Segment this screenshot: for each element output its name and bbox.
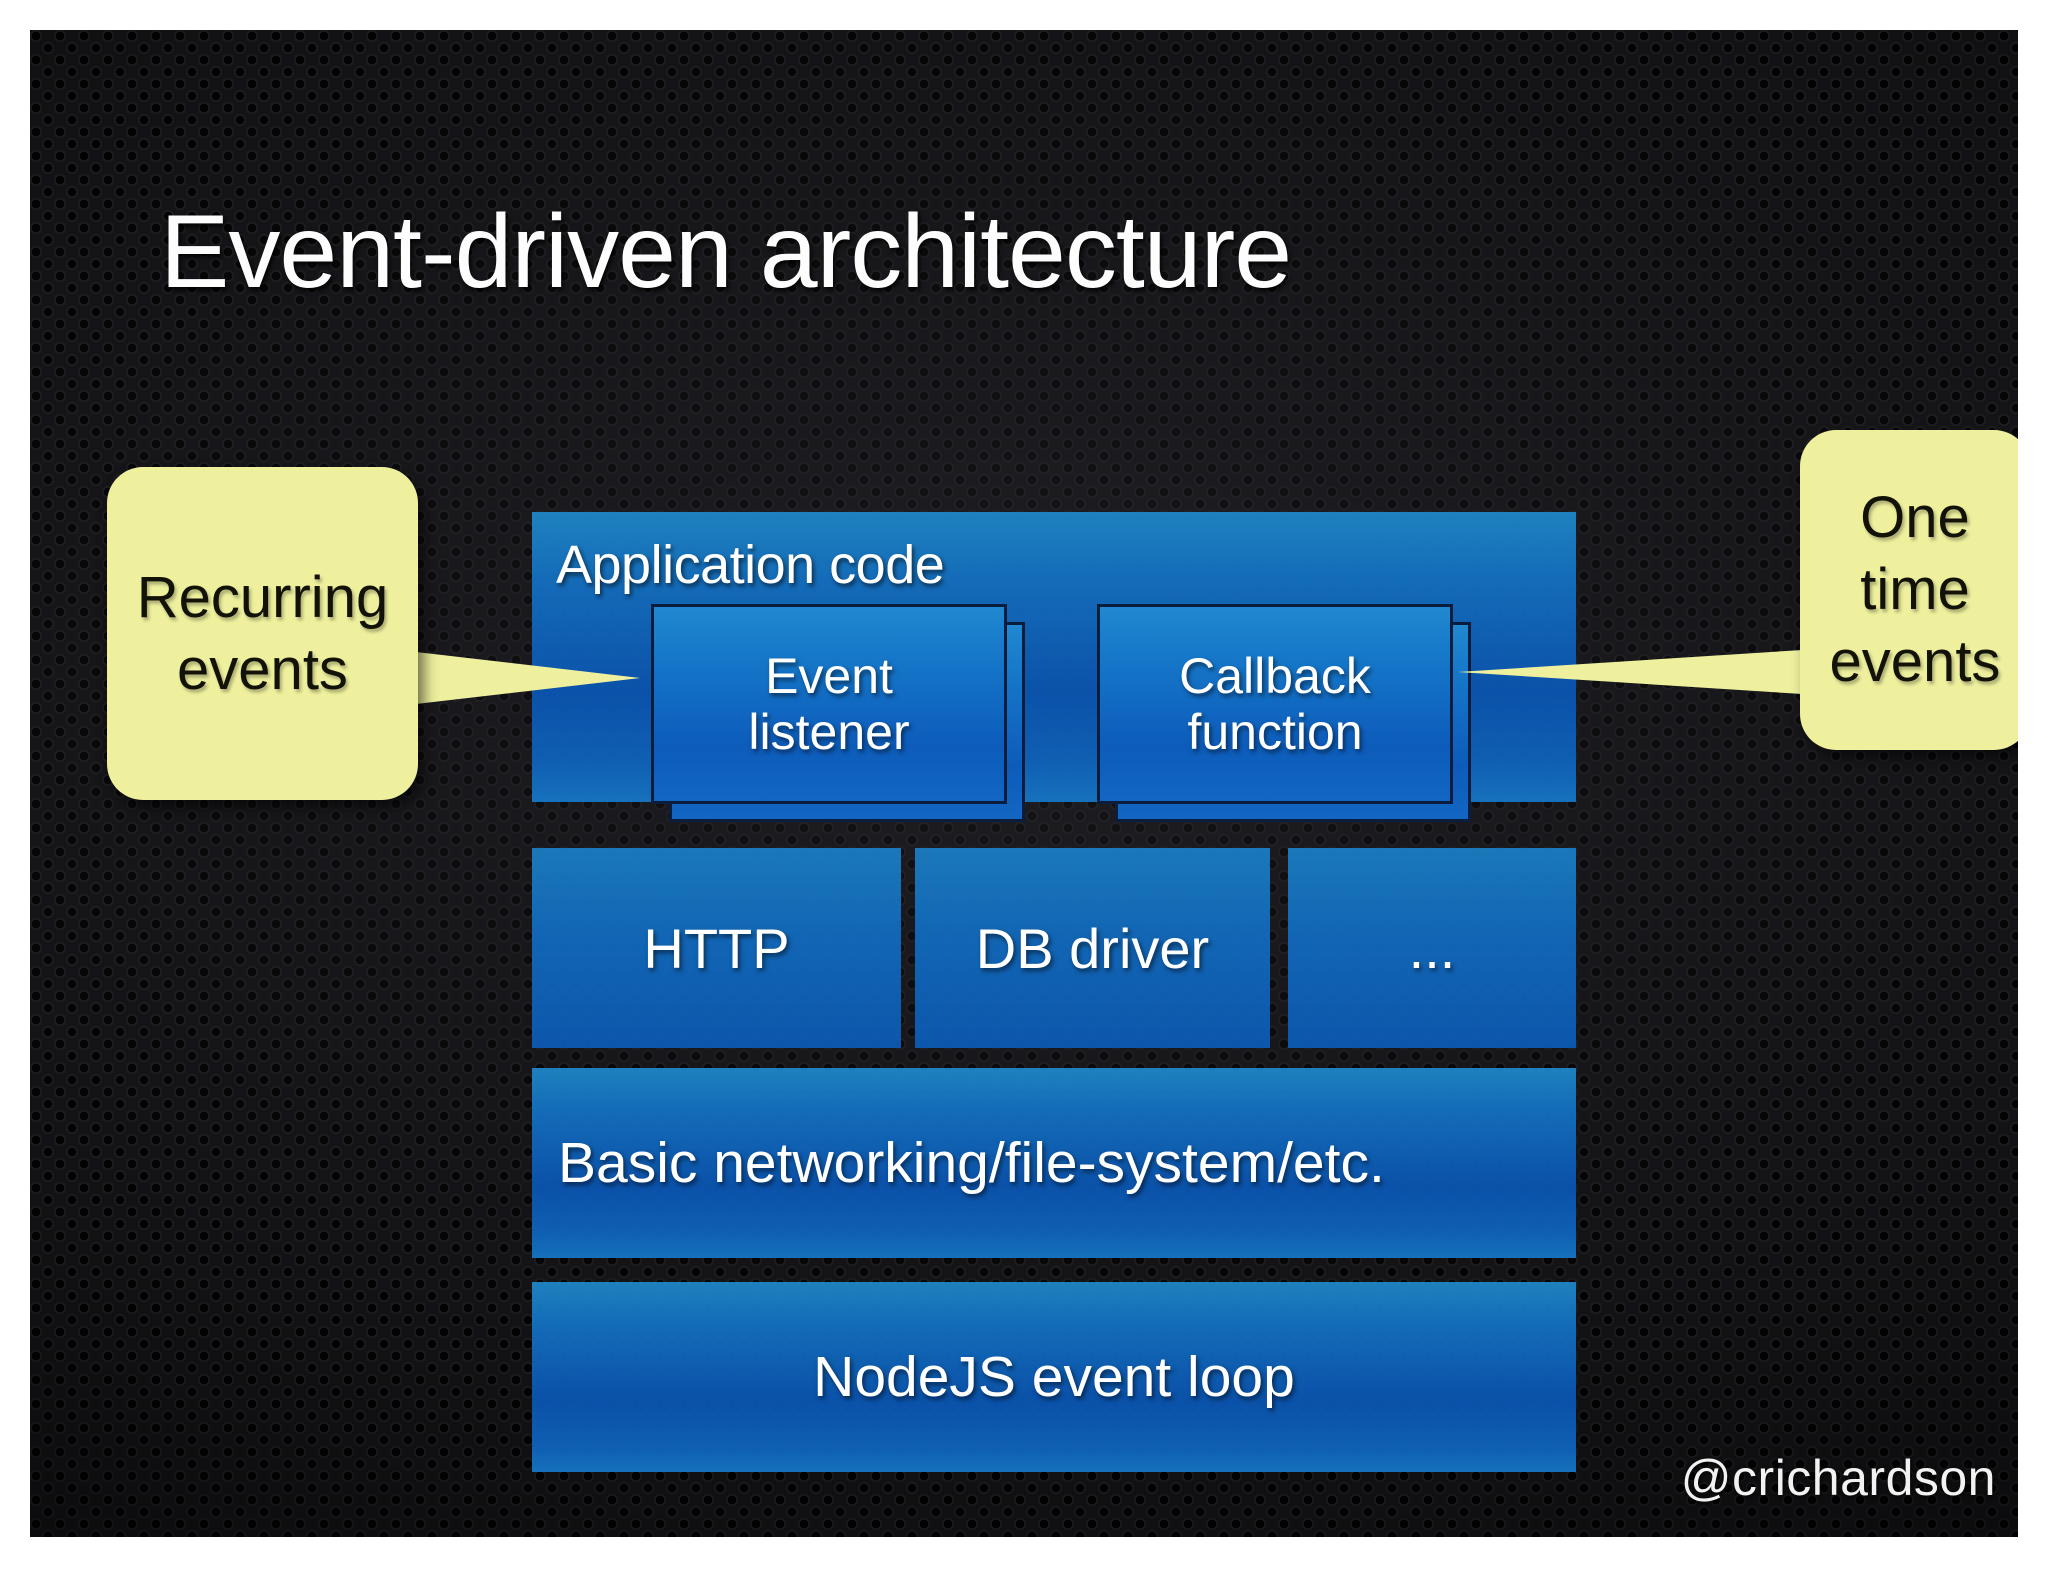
event-listener-label-line2: listener [748, 704, 910, 760]
recurring-events-line2: events [177, 636, 348, 702]
event-listener-label-line1: Event [765, 648, 893, 704]
driver-box-db-driver[interactable]: DB driver [915, 848, 1270, 1048]
event-listener-card[interactable]: Event listener [651, 604, 1007, 804]
callback-function-stack[interactable]: Callback function [1097, 604, 1471, 822]
driver-more-label: ... [1408, 916, 1456, 980]
callback-function-label-line1: Callback [1179, 648, 1371, 704]
recurring-events-callout[interactable]: Recurring events [107, 467, 418, 800]
recurring-events-line1: Recurring [136, 564, 389, 630]
recurring-events-callout-tail [416, 652, 640, 704]
one-time-events-line3: events [1829, 628, 2001, 694]
callback-function-label-line2: function [1187, 704, 1363, 760]
layer-basic-networking-label: Basic networking/file-system/etc. [558, 1131, 1385, 1195]
one-time-events-line1: One [1860, 485, 1970, 551]
application-code-panel: Application code Event listener Callback… [532, 512, 1576, 822]
event-listener-stack[interactable]: Event listener [651, 604, 1025, 822]
page-title: Event-driven architecture [160, 194, 1292, 310]
driver-db-label: DB driver [975, 916, 1210, 980]
one-time-events-callout-tail [1458, 650, 1802, 694]
driver-http-label: HTTP [643, 916, 790, 980]
layer-nodejs-event-loop-label: NodeJS event loop [813, 1345, 1295, 1409]
one-time-events-line2: time [1860, 557, 1970, 623]
one-time-events-callout[interactable]: One time events [1800, 430, 2018, 750]
layer-basic-networking[interactable]: Basic networking/file-system/etc. [532, 1068, 1576, 1258]
application-code-label: Application code [556, 535, 945, 595]
slide-canvas: Event-driven architecture Application co… [30, 30, 2018, 1537]
author-handle: @crichardson [1680, 1450, 1996, 1506]
layer-nodejs-event-loop[interactable]: NodeJS event loop [532, 1282, 1576, 1472]
driver-box-http[interactable]: HTTP [532, 848, 901, 1048]
callback-function-card[interactable]: Callback function [1097, 604, 1453, 804]
driver-box-more[interactable]: ... [1288, 848, 1576, 1048]
